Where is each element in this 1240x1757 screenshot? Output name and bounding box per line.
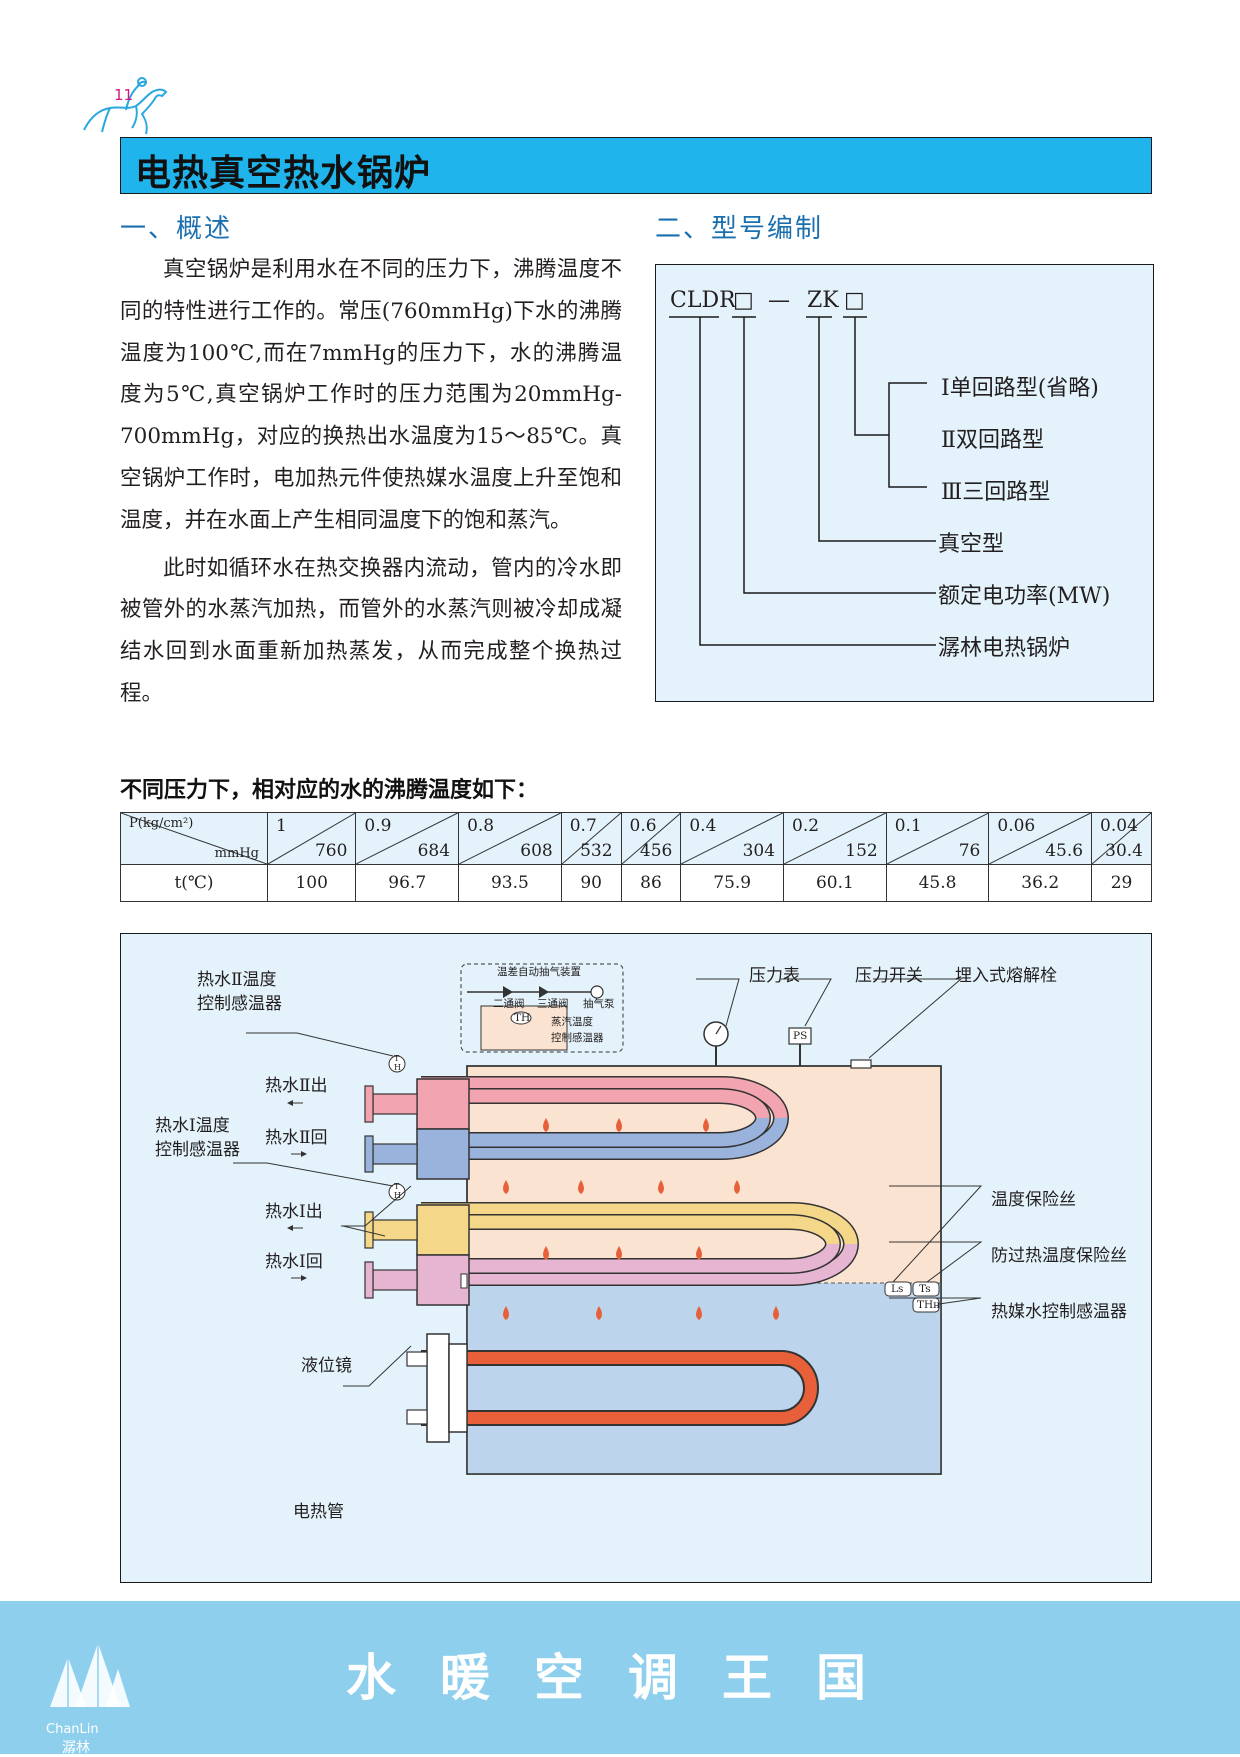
tag-ts: Ts [919,1283,931,1295]
tag-ls: Ls [891,1283,904,1295]
label-pressure-gauge: 压力表 [749,966,800,986]
page-title: 电热真空热水锅炉 [135,153,432,194]
label-fusible-plug: 埋入式熔解栓 [955,966,1057,986]
model-option-3: Ⅲ三回路型 [941,480,1051,505]
table-cell: 93.5 [458,864,562,902]
table-cell: 75.9 [680,864,785,902]
model-code-zk: ZK [807,288,839,313]
model-code-box-1: □ [733,288,754,313]
table-cell: 36.2 [988,864,1093,902]
page-number: 11 [114,86,134,104]
tag-thh: THн [917,1299,941,1311]
overview-paragraph-2: 此时如循环水在热交换器内流动，管内的冷水即被管外的水蒸汽加热，而管外的水蒸汽则被… [120,555,622,706]
table-row-temperature: t(℃) 100 96.7 93.5 90 86 75.9 60.1 45.8 … [120,864,1152,902]
row-label: t(℃) [120,864,268,902]
model-code-diagram: CLDR □ — ZK □ Ⅰ单回路型(省略) Ⅱ双回路型 Ⅲ三回路型 真空型 … [655,264,1154,702]
label-level-glass: 液位镜 [301,1356,352,1376]
table-cell: 96.7 [355,864,460,902]
boiler-diagram: 热水Ⅱ温度 控制感温器 热水Ⅱ出 热水Ⅱ回 热水Ⅰ温度 控制感温器 热水Ⅰ出 热… [120,933,1152,1583]
table-cell: 86 [620,864,682,902]
label-vacuum-unit: 温差自动抽气装置 [497,966,581,978]
model-code-dash: — [768,288,790,313]
overview-text: 真空锅炉是利用水在不同的压力下，沸腾温度不同的特性进行工作的。常压(760mmH… [120,249,622,715]
tag-sensor-bottom-2: H [394,1191,401,1200]
label-hw1-out: 热水Ⅰ出 [265,1202,323,1222]
tag-sensor-top-2: T [394,1182,400,1191]
model-heading: 二、型号编制 [655,214,824,244]
label-hw2-sensor-2: 控制感温器 [197,994,282,1014]
label-hw2-back: 热水Ⅱ回 [265,1128,328,1148]
label-hw1-sensor-1: 热水Ⅰ温度 [155,1116,230,1136]
model-code-box-2: □ [844,288,865,313]
horse-logo-icon [83,77,168,135]
chanlin-logo-icon [50,1643,130,1707]
tag-sensor-top-1: T [394,1054,400,1063]
label-steam-sensor-1: 蒸汽温度 [551,1016,593,1028]
label-two-way-valve: 二通阀 [493,998,525,1010]
tag-th-vacuum: TH [514,1012,531,1024]
label-hw2-sensor-1: 热水Ⅱ温度 [197,970,277,990]
overview-paragraph-1: 真空锅炉是利用水在不同的压力下，沸腾温度不同的特性进行工作的。常压(760mmH… [120,257,622,533]
footer-banner: ChanLin 潺林 水暖空调王国 [0,1601,1240,1756]
table-cell: 100 [266,864,357,902]
tag-sensor-bottom-1: H [394,1063,401,1072]
label-hw2-out: 热水Ⅱ出 [265,1076,328,1096]
model-label-power: 额定电功率(MW) [938,584,1111,609]
brand-english: ChanLin [46,1722,99,1737]
model-option-2: Ⅱ双回路型 [941,428,1044,453]
footer-slogan: 水暖空调王国 [346,1649,910,1707]
table-header-cell: P(kg/cm²) mmHg [120,812,268,865]
label-heater: 电热管 [293,1502,344,1522]
header-unit-kg: P(kg/cm²) [129,816,194,831]
model-code-lines [669,316,936,646]
table-cell: 90 [560,864,622,902]
page-title-bar: 电热真空热水锅炉 [120,137,1152,194]
table-cell: 60.1 [783,864,887,902]
overview-heading: 一、概述 [120,214,233,244]
label-temp-fuse: 温度保险丝 [991,1190,1076,1210]
table-cell: 45.8 [885,864,990,902]
model-label-vacuum: 真空型 [938,532,1005,557]
label-hw1-back: 热水Ⅰ回 [265,1252,323,1272]
label-medium-sensor: 热媒水控制感温器 [991,1302,1127,1322]
boiler-drawing [233,963,983,1475]
label-three-way-valve: 三通阀 [537,998,569,1010]
label-overheat-fuse: 防过热温度保险丝 [991,1246,1127,1266]
model-option-1: Ⅰ单回路型(省略) [941,376,1099,401]
header-unit-mmhg: mmHg [214,846,259,861]
model-code-prefix: CLDR [670,288,736,313]
brand-chinese: 潺林 [62,1740,90,1756]
table-cell: 29 [1091,864,1152,902]
tag-ps: PS [793,1030,808,1042]
model-label-brand: 潺林电热锅炉 [938,636,1071,661]
label-steam-sensor-2: 控制感温器 [551,1032,604,1044]
table-caption: 不同压力下，相对应的水的沸腾温度如下： [120,778,539,803]
label-pressure-switch: 压力开关 [855,966,923,986]
label-vacuum-pump: 抽气泵 [583,998,615,1010]
label-hw1-sensor-2: 控制感温器 [155,1140,240,1160]
